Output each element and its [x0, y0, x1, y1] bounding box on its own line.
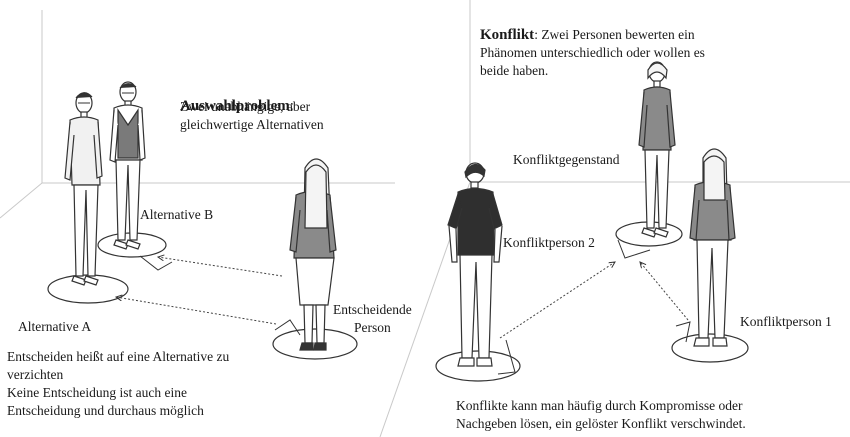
left-title-colon: : — [289, 98, 294, 114]
right-note: Konflikte kann man häufig durch Kompromi… — [456, 398, 746, 431]
auswahlproblem-heading: Auswahlproblem — [180, 98, 290, 114]
alternative-b-label: Alternative B — [140, 207, 214, 222]
left-room-lines — [0, 10, 395, 219]
person1-platform — [671, 321, 749, 363]
konflikt-description: : Zwei Personen bewerten ein Phänomen un… — [480, 27, 705, 78]
person-konfliktperson-2 — [447, 162, 503, 367]
konflikt-heading: Konflikt — [480, 27, 535, 43]
alternative-a-label: Alternative A — [18, 319, 92, 334]
person-konfliktgegenstand — [638, 61, 676, 238]
left-title: Auswahlproblem: — [180, 79, 294, 115]
right-arrows — [499, 262, 689, 339]
person-alternative-b — [109, 81, 146, 250]
konfliktperson-1-label: Konfliktperson 1 — [740, 314, 832, 329]
left-note: Entscheiden heißt auf eine Alternative z… — [7, 349, 230, 418]
decider-label: Entscheidende Person — [333, 302, 412, 335]
person-alternative-a — [64, 92, 103, 286]
left-description: Zwei unabhängige, aber gleichwertige Alt… — [180, 99, 324, 132]
person-decider — [289, 158, 337, 351]
konfliktgegenstand-label: Konfliktgegenstand — [513, 152, 620, 167]
right-title: Konflikt: Zwei Personen bewerten ein Phä… — [480, 8, 800, 80]
person-konfliktperson-1 — [689, 148, 736, 347]
left-arrows — [116, 257, 283, 325]
konfliktperson-2-label: Konfliktperson 2 — [503, 235, 595, 250]
